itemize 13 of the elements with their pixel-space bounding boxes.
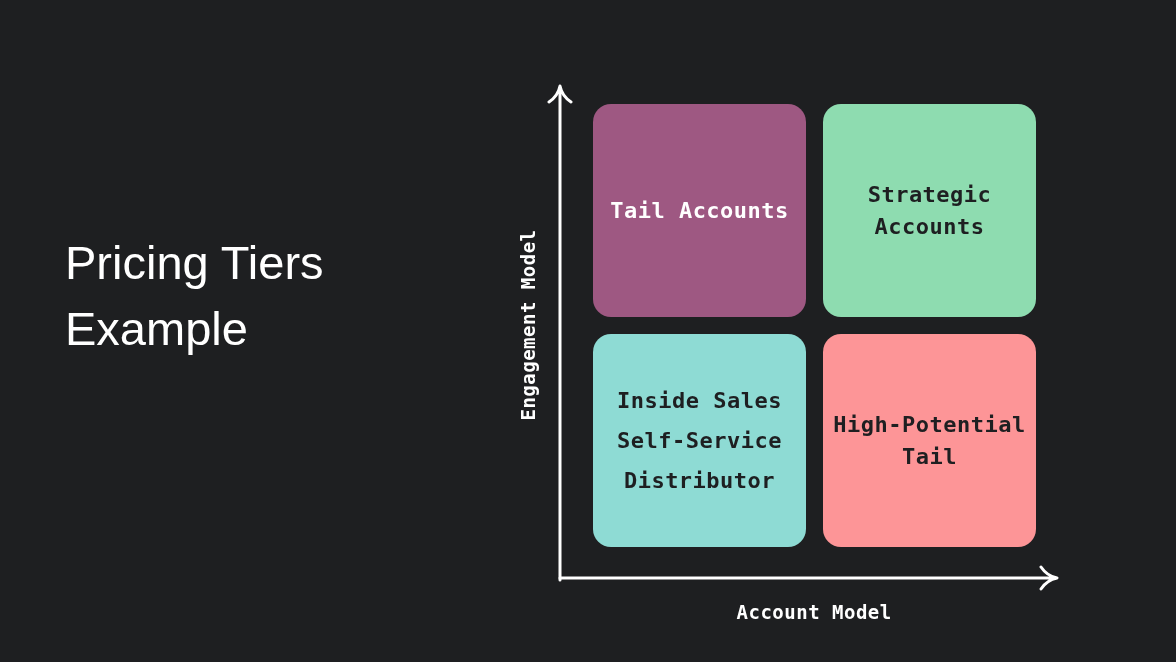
slide-title: Pricing Tiers Example [65, 235, 325, 357]
quadrant-card [593, 104, 806, 317]
quadrant-label: High-Potential Tail [833, 410, 1026, 471]
quadrant-label: Distributor [623, 466, 776, 495]
quadrant-label: Self-Service [617, 426, 782, 455]
quadrant-card [823, 104, 1036, 317]
quadrant-label: Inside Sales [617, 386, 782, 415]
quadrant-label: Strategic Accounts [866, 180, 993, 241]
quadrant-card [823, 334, 1036, 547]
quadrant-label: Tail Accounts [610, 196, 789, 225]
quadrant-card [593, 334, 806, 547]
axis-title: Engagement Model [516, 229, 538, 421]
axis-title: Account Model [736, 601, 892, 623]
